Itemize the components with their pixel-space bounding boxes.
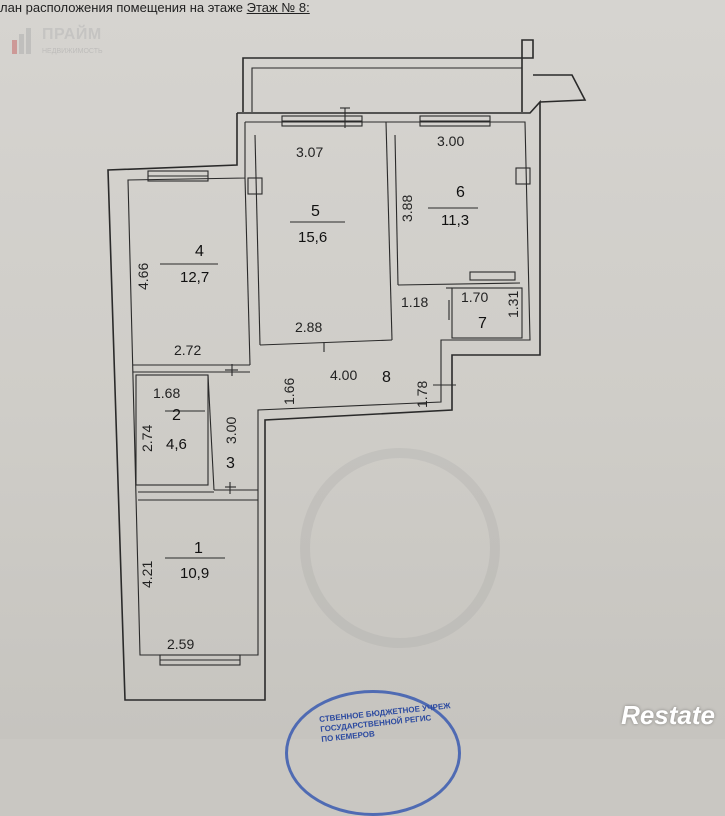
dim-1-18: 1.18 (401, 294, 429, 310)
room-6-area: 11,3 (441, 212, 470, 229)
watermark-brand: Restate (621, 700, 715, 730)
dim-3-00-vertical: 3.00 (223, 416, 239, 444)
room-8-number: 8 (382, 369, 391, 386)
room-4-number: 4 (195, 243, 204, 260)
document-header: лан расположения помещения на этаже Этаж… (0, 0, 340, 18)
dim-1-66: 1.66 (281, 377, 297, 405)
dim-2-88: 2.88 (295, 319, 323, 335)
dim-1-68: 1.68 (153, 385, 181, 401)
logo-tagline: НЕДВИЖИМОСТЬ (42, 48, 103, 55)
room-7-number: 7 (478, 315, 487, 332)
dim-1-78: 1.78 (414, 380, 430, 408)
dim-2-59: 2.59 (167, 636, 195, 652)
dim-3-07: 3.07 (296, 144, 324, 160)
room-4-area: 12,7 (180, 269, 210, 286)
dim-4-66: 4.66 (135, 262, 151, 290)
logo-bars-icon (12, 28, 31, 54)
header-prefix: лан расположения помещения на этаже (0, 0, 244, 15)
room-6-number: 6 (456, 184, 465, 201)
balcony (242, 39, 587, 112)
dim-3-00-top: 3.00 (437, 133, 465, 149)
room-1-area: 10,9 (180, 565, 210, 582)
outer-walls (107, 99, 541, 701)
dim-4-00: 4.00 (330, 367, 358, 383)
header-floor: Этаж № 8: (246, 0, 310, 15)
dim-2-72: 2.72 (174, 342, 202, 358)
interior-walls (133, 121, 523, 501)
room-3-number: 3 (226, 455, 235, 472)
windows (147, 115, 516, 666)
dim-2-74: 2.74 (139, 424, 155, 452)
dim-4-21: 4.21 (139, 560, 155, 588)
logo: ПРАЙМ НЕДВИЖИМОСТЬ (10, 22, 103, 62)
room-5-number: 5 (311, 203, 320, 220)
dim-3-88: 3.88 (399, 194, 415, 222)
logo-name: ПРАЙМ (42, 26, 102, 43)
room-5-area: 15,6 (298, 229, 328, 246)
dim-1-70: 1.70 (461, 289, 489, 305)
dimension-lines (160, 107, 478, 559)
shafts (247, 167, 531, 195)
watermark-seal (300, 448, 500, 648)
room-1-number: 1 (194, 540, 203, 557)
room-2-number: 2 (172, 407, 181, 424)
floor-plan (107, 39, 587, 701)
dim-1-31: 1.31 (505, 290, 521, 318)
room-2-area: 4,6 (166, 436, 187, 453)
